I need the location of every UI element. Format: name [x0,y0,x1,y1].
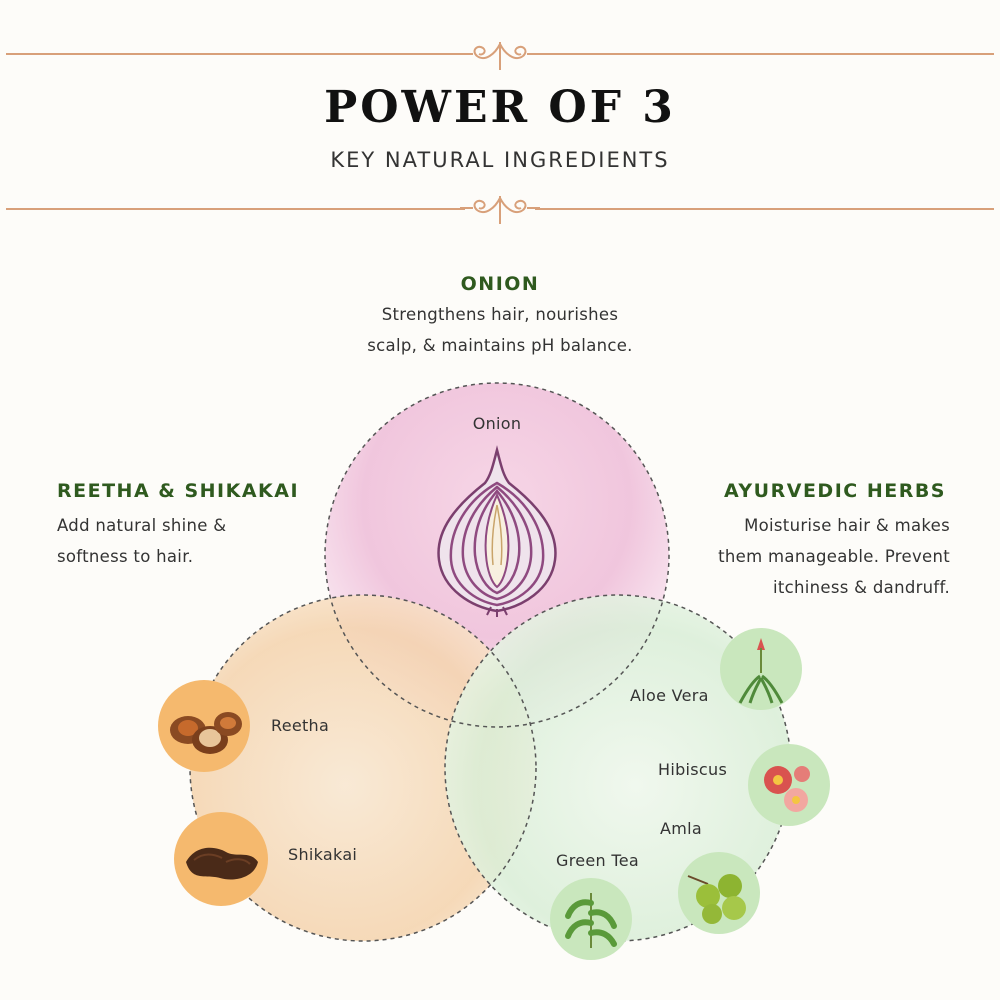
onion-icon [437,445,557,617]
ayurvedic-herbs-description-line: itchiness & dandruff. [772,578,950,597]
onion-circle-label: Onion [472,414,522,433]
page-title: POWER OF 3 [324,82,676,133]
ayurvedic-herbs-description: Moisturise hair & makes them manageable.… [718,510,950,603]
onion-heading: ONION [460,273,540,295]
shikakai-pods-icon [174,812,268,906]
reetha-shikakai-circle [190,595,536,941]
amla-label: Amla [660,819,702,838]
reetha-shikakai-heading: REETHA & SHIKAKAI [57,480,300,502]
ayurvedic-herbs-heading: AYURVEDIC HERBS [724,480,946,502]
hibiscus-label: Hibiscus [658,760,728,779]
shikakai-label: Shikakai [288,845,358,864]
reetha-label: Reetha [271,716,330,735]
bottom-flourish-icon [460,196,540,224]
page-subtitle: KEY NATURAL INGREDIENTS [330,148,670,172]
reetha-shikakai-description-line: softness to hair. [57,547,194,566]
onion-description-line: Strengthens hair, nourishes [381,305,619,324]
aloe-vera-icon [720,628,802,710]
top-flourish-icon [460,42,540,70]
reetha-nuts-icon [158,680,250,772]
hibiscus-icon [748,744,830,826]
onion-description-line: scalp, & maintains pH balance. [367,336,633,355]
aloe-vera-label: Aloe Vera [630,686,709,705]
ayurvedic-herbs-description-line: Moisturise hair & makes [744,516,950,535]
green-tea-icon [550,878,632,960]
green-tea-label: Green Tea [556,851,639,870]
reetha-shikakai-description: Add natural shine & softness to hair. [57,510,226,572]
onion-description: Strengthens hair, nourishes scalp, & mai… [0,299,1000,361]
reetha-shikakai-description-line: Add natural shine & [57,516,227,535]
ayurvedic-herbs-description-line: them manageable. Prevent [718,547,950,566]
amla-icon [678,852,760,934]
